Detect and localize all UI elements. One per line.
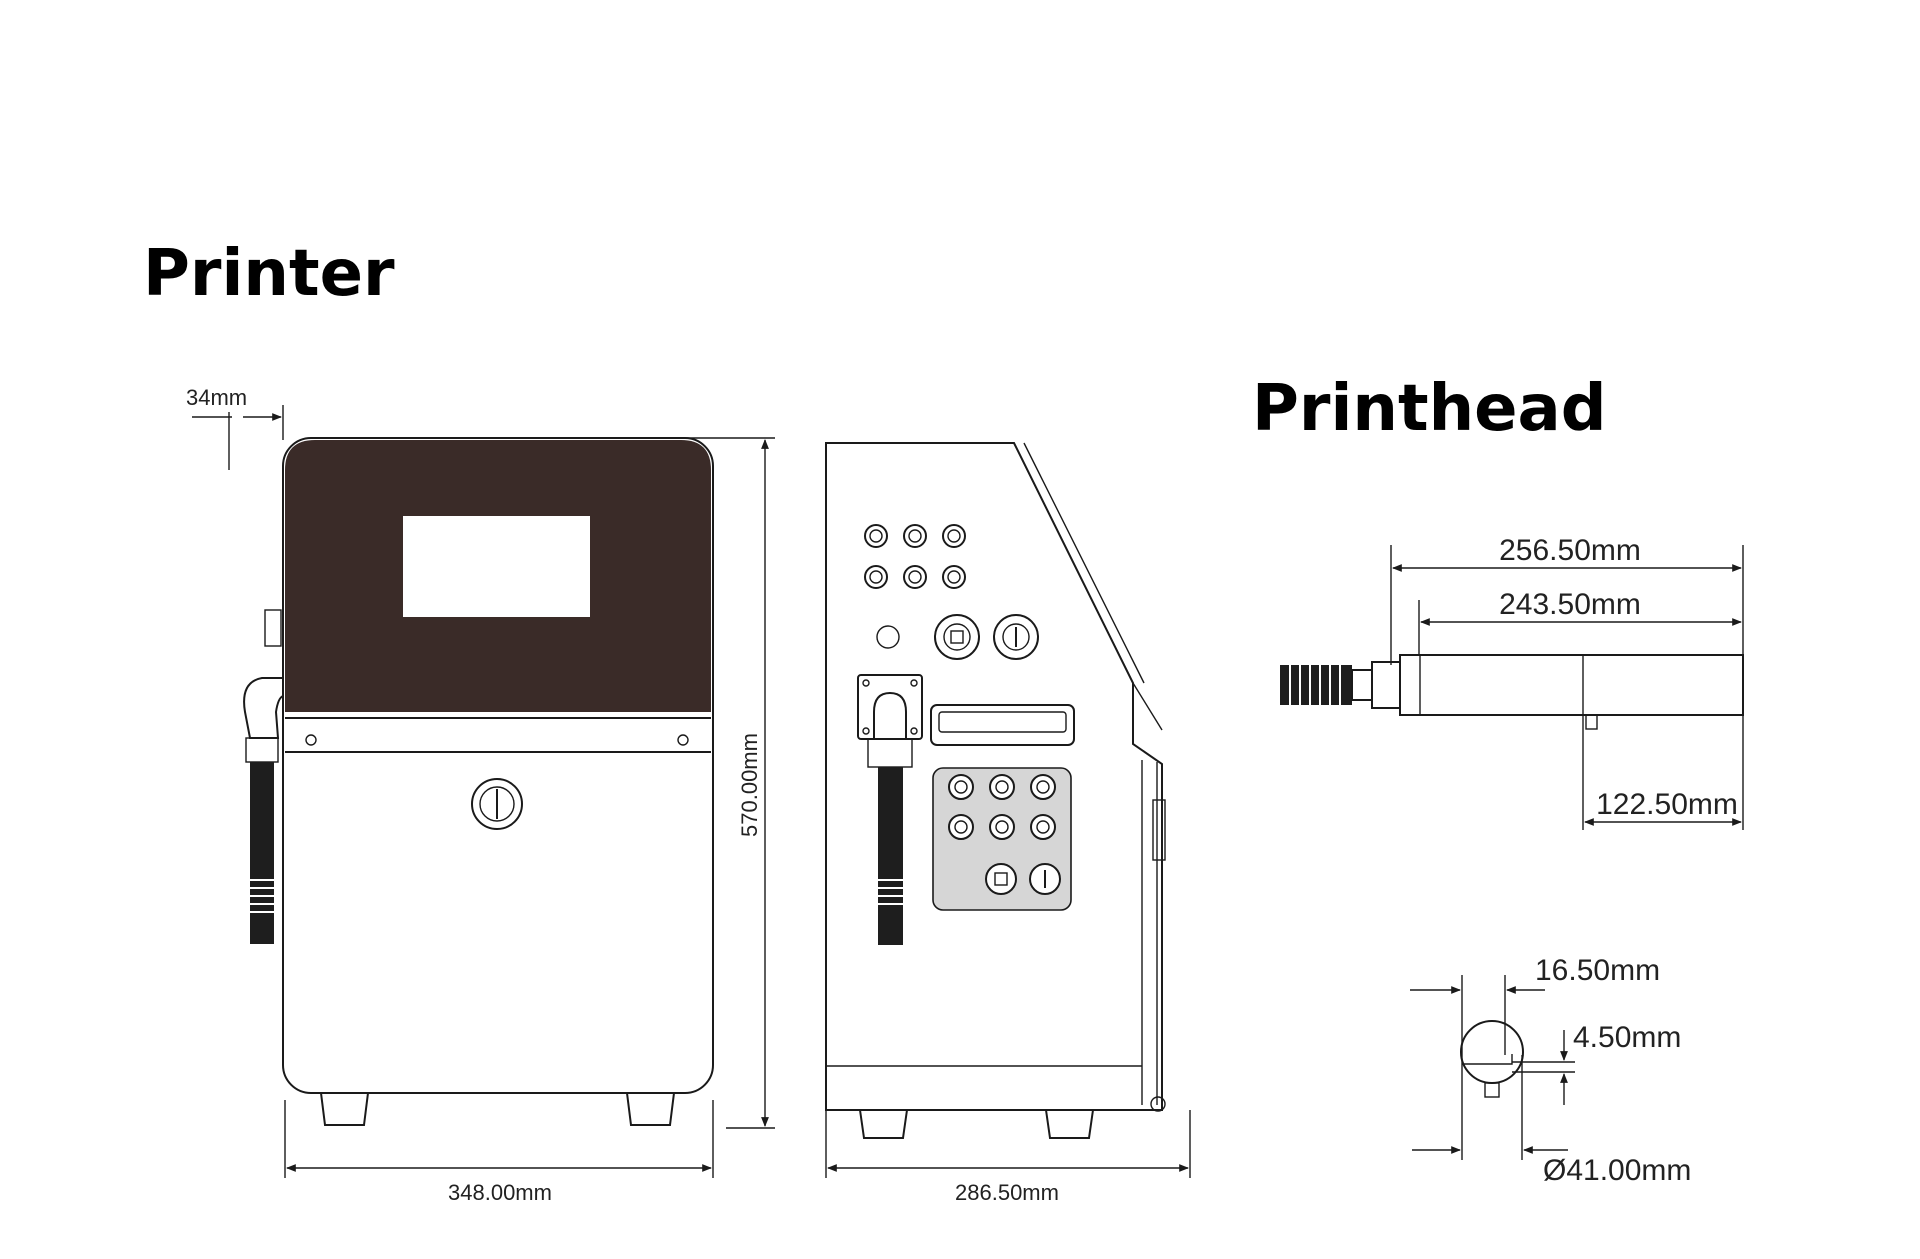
printhead-end-dimensions: 16.50mm 4.50mm Ø41.00mm (1410, 954, 1691, 1187)
dim-side-depth: 286.50mm (955, 1180, 1059, 1205)
dim-nozzle-height: 4.50mm (1573, 1021, 1681, 1054)
foot (1045, 1109, 1094, 1139)
printhead-cross-section (1460, 1020, 1524, 1084)
nozzle (1484, 1082, 1500, 1098)
dim-front-width: 348.00mm (448, 1180, 552, 1205)
umbilical-hose (250, 762, 274, 944)
handle-slot (930, 704, 1075, 746)
nozzle (1585, 714, 1598, 730)
printer-front-view (243, 437, 714, 1126)
printhead-end-view (1460, 1020, 1524, 1098)
dim-hose-offset: 34mm (186, 385, 247, 410)
printer-title: Printer (143, 237, 395, 311)
screw-hole (677, 734, 689, 746)
lock-icon (471, 778, 523, 830)
dim-total-length: 256.50mm (1499, 534, 1641, 567)
plate-connectors (948, 774, 1061, 895)
printhead-title: Printhead (1252, 372, 1607, 446)
printhead-body (1399, 654, 1744, 716)
side-dimensions: 286.50mm (825, 1110, 1191, 1205)
indicator-light (876, 625, 900, 649)
hose-elbow (243, 677, 284, 739)
screw-hole (305, 734, 317, 746)
dim-diameter: Ø41.00mm (1543, 1154, 1691, 1187)
hose-mount (857, 674, 923, 740)
power-switch-icon (934, 614, 980, 660)
dim-nozzle-offset: 16.50mm (1535, 954, 1660, 987)
printer-side-view (825, 442, 1166, 1139)
dim-height: 570.00mm (737, 733, 762, 837)
dim-body-length: 243.50mm (1499, 588, 1641, 621)
key-switch-icon (993, 614, 1039, 660)
side-connector (264, 609, 282, 647)
foot (626, 1092, 675, 1126)
foot (859, 1109, 908, 1139)
display-screen (403, 516, 590, 617)
dim-nozzle-position: 122.50mm (1596, 788, 1738, 821)
control-buttons (864, 524, 966, 589)
front-dimensions: 34mm 570.00mm 348.00mm (186, 385, 775, 1205)
printhead-side-dimensions: 256.50mm 243.50mm 122.50mm (1390, 534, 1744, 830)
printhead-side-view (1280, 654, 1744, 730)
foot (320, 1092, 369, 1126)
side-umbilical-hose (878, 767, 903, 945)
side-cabinet (825, 442, 1163, 1111)
